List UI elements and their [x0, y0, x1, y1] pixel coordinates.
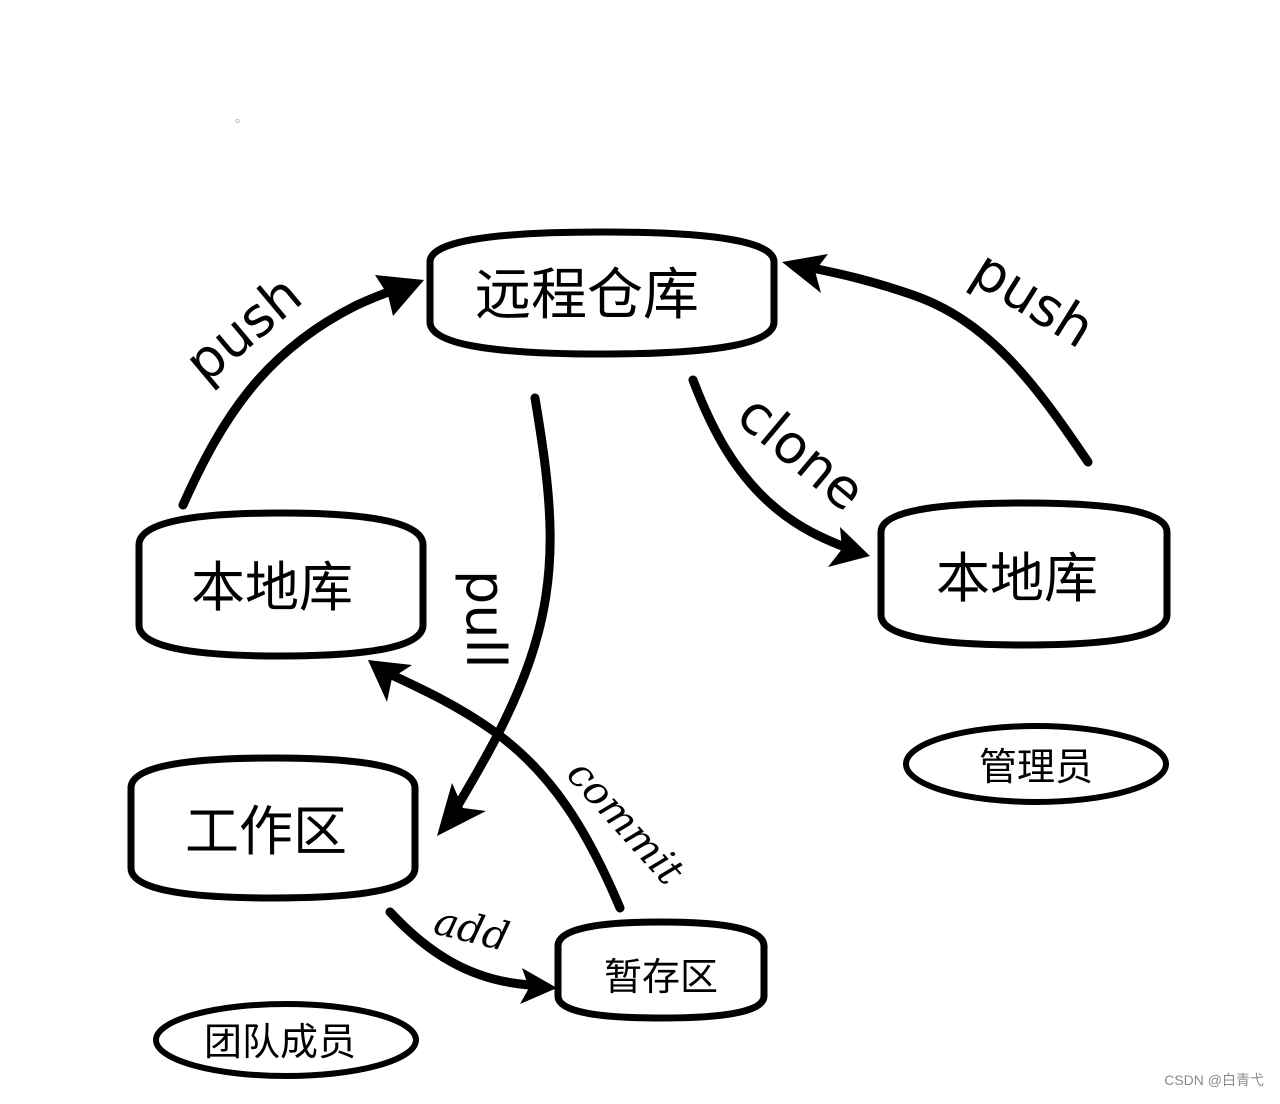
legend-team-label: 团队成员 — [204, 1020, 356, 1064]
edge-push-right — [807, 263, 1093, 467]
label-push-right: push — [961, 238, 1105, 361]
legend-admin: 管理员 — [903, 723, 1169, 805]
edge-pull — [449, 393, 555, 817]
edge-add-arrowhead — [520, 968, 557, 1004]
node-staging-area-label: 暂存区 — [604, 955, 718, 999]
node-local-repo-right-label: 本地库 — [936, 547, 1098, 610]
legend-team: 团队成员 — [153, 1001, 419, 1079]
label-push-left: push — [173, 263, 314, 395]
edge-commit — [389, 671, 625, 913]
node-local-repo-left: 本地库 — [135, 509, 427, 660]
node-workspace: 工作区 — [127, 754, 419, 902]
label-pull: pull — [454, 570, 517, 669]
edge-push-left-arrowhead — [375, 275, 424, 316]
node-staging-area: 暂存区 — [554, 918, 768, 1022]
legend-admin-label: 管理员 — [979, 745, 1093, 789]
edge-push-left — [178, 282, 407, 510]
edge-push-right-arrowhead — [782, 254, 828, 293]
watermark: CSDN @白青弋 — [1164, 1072, 1264, 1088]
stray-mark: 。 — [235, 111, 248, 126]
node-workspace-label: 工作区 — [185, 800, 347, 863]
label-clone: clone — [726, 382, 878, 524]
node-remote-repo: 远程仓库 — [426, 228, 778, 358]
node-remote-repo-label: 远程仓库 — [475, 263, 699, 328]
edge-pull-arrowhead — [437, 783, 486, 836]
edge-clone — [688, 375, 847, 551]
node-local-repo-left-label: 本地库 — [191, 556, 353, 619]
edge-clone-arrowhead — [828, 527, 870, 567]
node-local-repo-right: 本地库 — [877, 499, 1171, 649]
edge-commit-arrowhead — [368, 660, 412, 702]
